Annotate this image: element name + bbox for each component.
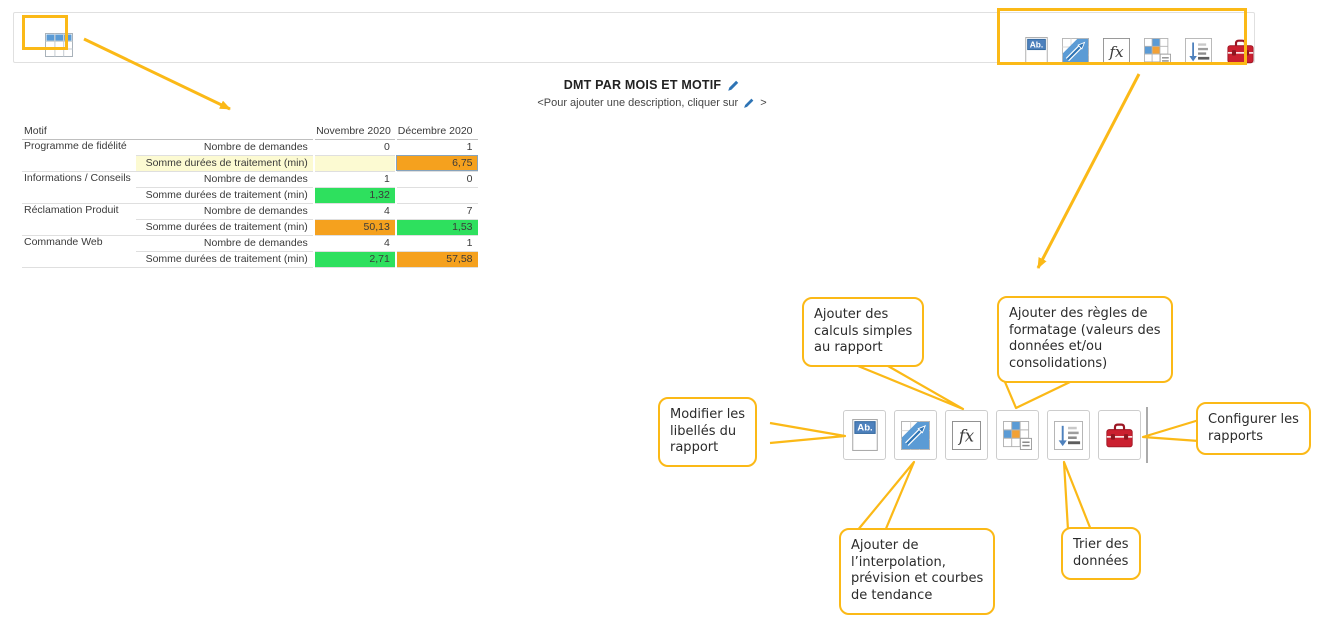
table-header-row: Motif Novembre 2020 Décembre 2020 bbox=[22, 123, 478, 140]
simple-calculations-button-large[interactable] bbox=[945, 410, 988, 460]
motif-cell: Réclamation Produit bbox=[22, 203, 136, 236]
column-header-motif: Motif bbox=[22, 123, 136, 140]
configure-reports-button-large[interactable] bbox=[1098, 410, 1141, 460]
callout-tail-edit-labels bbox=[769, 421, 847, 445]
callout-tail-configure-reports bbox=[1141, 418, 1200, 443]
value-cell[interactable]: 0 bbox=[394, 171, 478, 188]
callout-tail-simple-calculations bbox=[857, 364, 965, 411]
report-table: Motif Novembre 2020 Décembre 2020 Progra… bbox=[22, 123, 478, 268]
page-title: DMT PAR MOIS ET MOTIF bbox=[563, 78, 722, 92]
table-row: Réclamation Produit Nombre de demandes 4… bbox=[22, 203, 478, 236]
motif-cell: Programme de fidélité bbox=[22, 139, 136, 172]
value-cell[interactable]: 1,53 bbox=[394, 219, 478, 236]
value-cell[interactable]: 50,13 bbox=[312, 219, 396, 236]
interpolation-trend-button-large[interactable] bbox=[894, 410, 937, 460]
metric-label-cell: Nombre de demandes bbox=[135, 171, 314, 188]
column-header-november: Novembre 2020 bbox=[313, 123, 396, 140]
edit-labels-button-large[interactable] bbox=[843, 410, 886, 460]
report-header: DMT PAR MOIS ET MOTIF <Pour ajouter une … bbox=[0, 76, 1304, 109]
column-header-december: Décembre 2020 bbox=[395, 123, 478, 140]
table-row: Somme durées de traitement (min) 6,75 bbox=[22, 155, 478, 172]
highlight-box-left-icon bbox=[22, 15, 68, 50]
callout-sort-data: Trier des données bbox=[1061, 527, 1141, 581]
formatting-grid-icon bbox=[1003, 420, 1032, 451]
trend-arrow-icon bbox=[901, 420, 930, 451]
description-text: <Pour ajouter une description, cliquer s… bbox=[537, 97, 739, 109]
value-cell[interactable]: 2,71 bbox=[312, 251, 396, 268]
callout-interpolation: Ajouter de l’interpolation, prévision et… bbox=[839, 528, 996, 615]
table-row: Programme de fidélité Nombre de demandes… bbox=[22, 139, 478, 172]
callout-tail-formatting-rules bbox=[1003, 381, 1071, 410]
callout-simple-calculations: Ajouter des calculs simples au rapport bbox=[802, 297, 925, 367]
table-row: Informations / Conseils Nombre de demand… bbox=[22, 171, 478, 204]
column-header-metric bbox=[135, 123, 314, 140]
value-cell[interactable]: 1 bbox=[394, 139, 478, 156]
ab-labels-icon bbox=[852, 419, 878, 451]
table-row: Somme durées de traitement (min) 2,71 57… bbox=[22, 251, 478, 268]
value-cell[interactable]: 1,32 bbox=[312, 187, 396, 204]
metric-label-cell: Somme durées de traitement (min) bbox=[135, 219, 314, 236]
motif-cell: Informations / Conseils bbox=[22, 171, 136, 204]
toolbox-icon bbox=[1105, 420, 1134, 451]
table-row: Somme durées de traitement (min) 50,13 1… bbox=[22, 219, 478, 236]
report-title-row: DMT PAR MOIS ET MOTIF bbox=[564, 78, 740, 92]
metric-label-cell: Nombre de demandes bbox=[135, 139, 314, 156]
callout-tail-interpolation bbox=[856, 460, 916, 532]
metric-label-cell: Somme durées de traitement (min) bbox=[135, 251, 314, 268]
metric-label-cell: Somme durées de traitement (min) bbox=[135, 187, 314, 204]
edit-description-pencil-icon[interactable] bbox=[743, 97, 755, 109]
metric-label-cell: Nombre de demandes bbox=[135, 203, 314, 220]
description-placeholder: <Pour ajouter une description, cliquer s… bbox=[0, 97, 1304, 109]
callout-edit-labels: Modifier les libellés du rapport bbox=[658, 397, 758, 467]
value-cell[interactable]: 1 bbox=[394, 235, 478, 252]
edit-title-pencil-icon[interactable] bbox=[727, 79, 740, 92]
table-row: Commande Web Nombre de demandes 4 1 bbox=[22, 235, 478, 268]
fx-function-icon bbox=[952, 420, 981, 451]
motif-cell: Commande Web bbox=[22, 235, 136, 268]
callout-configure-reports: Configurer les rapports bbox=[1196, 402, 1311, 456]
callout-tail-sort-data bbox=[1062, 460, 1093, 531]
value-cell[interactable]: 7 bbox=[394, 203, 478, 220]
value-cell[interactable]: 1 bbox=[312, 171, 396, 188]
formatting-rules-button-large[interactable] bbox=[996, 410, 1039, 460]
table-row: Somme durées de traitement (min) 1,32 bbox=[22, 187, 478, 204]
value-cell[interactable]: 4 bbox=[312, 203, 396, 220]
value-cell[interactable]: 0 bbox=[312, 139, 396, 156]
metric-label-cell: Somme durées de traitement (min) bbox=[135, 155, 314, 172]
sort-data-button-large[interactable] bbox=[1047, 410, 1090, 460]
value-cell[interactable]: 4 bbox=[312, 235, 396, 252]
value-cell-selected[interactable]: 6,75 bbox=[394, 155, 478, 172]
metric-label-cell: Nombre de demandes bbox=[135, 235, 314, 252]
value-cell[interactable]: 57,58 bbox=[394, 251, 478, 268]
callout-formatting-rules: Ajouter des règles de formatage (valeurs… bbox=[997, 296, 1173, 383]
value-cell[interactable] bbox=[394, 187, 478, 204]
value-cell[interactable] bbox=[312, 155, 396, 172]
description-suffix: > bbox=[760, 97, 767, 109]
sort-icon bbox=[1054, 420, 1083, 451]
highlight-box-right-icons bbox=[997, 8, 1247, 65]
icon-strip-separator bbox=[1146, 407, 1148, 463]
